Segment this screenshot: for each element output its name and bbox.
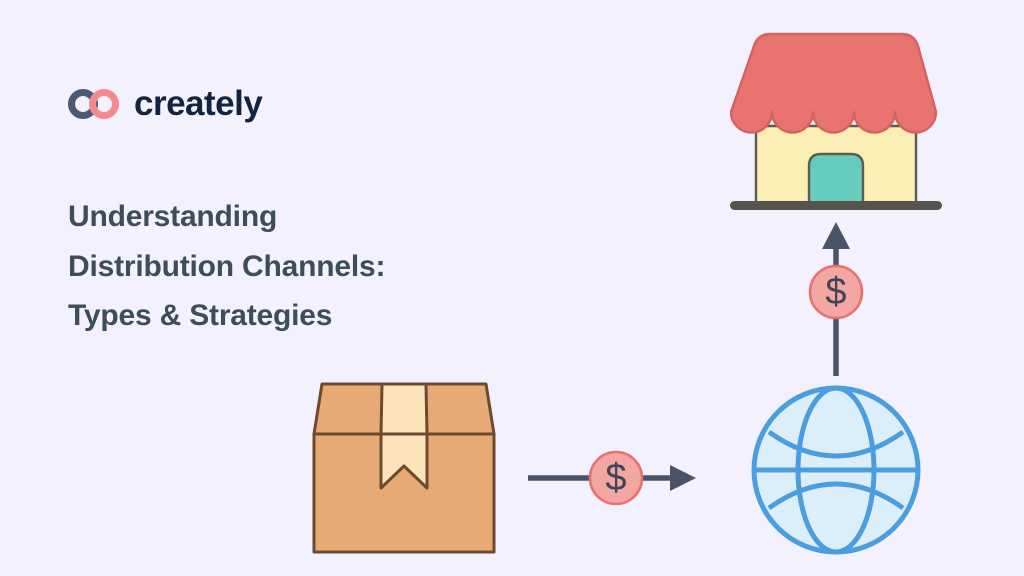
page-title-line-1: Understanding bbox=[68, 200, 278, 233]
creately-rings-icon bbox=[68, 88, 119, 119]
globe-parallel-north bbox=[767, 429, 905, 459]
brand-name-text: creately bbox=[134, 84, 263, 123]
dollar-symbol: $ bbox=[605, 457, 626, 499]
dollar-symbol: $ bbox=[825, 271, 846, 313]
dollar-coin-icon: $ bbox=[808, 264, 864, 320]
package-box-icon bbox=[312, 382, 496, 554]
brand-logo[interactable]: creately bbox=[68, 84, 263, 123]
page-title: Understanding Distribution Channels: Typ… bbox=[68, 192, 538, 341]
horizontal-money-flow: $ bbox=[528, 450, 696, 506]
storefront-icon bbox=[729, 32, 942, 210]
globe-parallel-south bbox=[767, 481, 905, 511]
dollar-coin-icon: $ bbox=[588, 450, 644, 506]
page-title-line-2: Distribution Channels: bbox=[68, 249, 386, 283]
storefront-ground-line bbox=[730, 201, 942, 210]
box-tape-ribbon bbox=[379, 432, 429, 490]
globe-icon bbox=[751, 385, 921, 555]
storefront-door bbox=[807, 152, 865, 210]
storefront-awning bbox=[729, 32, 938, 134]
page-title-line-3: Types & Strategies bbox=[68, 299, 333, 332]
box-tape-upper bbox=[379, 382, 429, 436]
vertical-money-flow: $ bbox=[808, 222, 864, 376]
box-body bbox=[312, 432, 496, 554]
